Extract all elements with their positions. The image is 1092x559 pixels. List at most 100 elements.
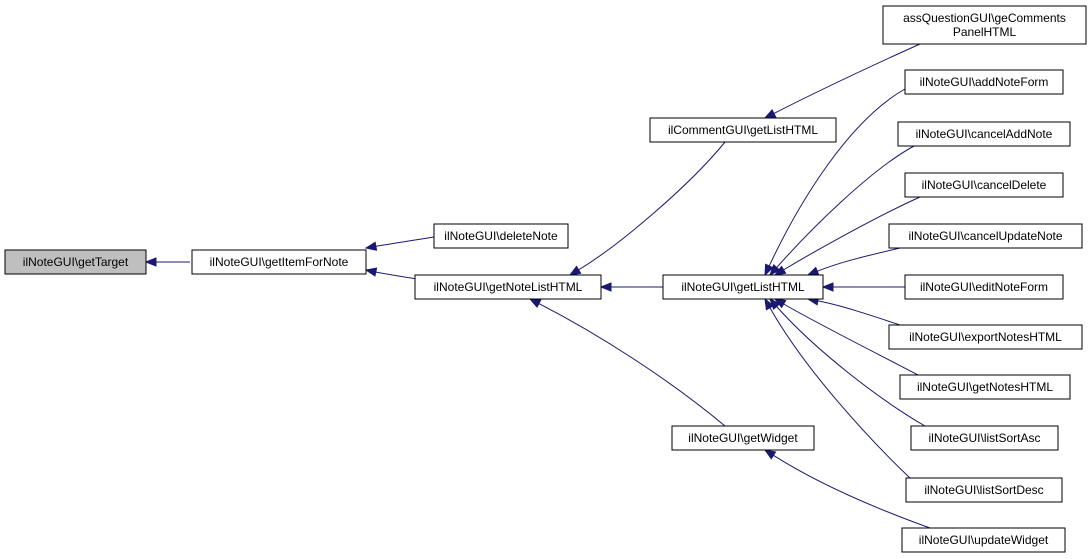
arrowhead-icon (764, 263, 774, 277)
arrowhead-icon (764, 297, 775, 311)
edge-deleteNote-to-getItemForNote (364, 236, 435, 251)
edge-line (782, 196, 921, 271)
arrowhead-icon (763, 109, 777, 119)
node-label: ilNoteGUI\getTarget (23, 255, 129, 269)
edge-listSortDesc-to-noteGetListHTML (764, 297, 911, 479)
edge-line (816, 247, 901, 273)
node-commentGetListHTML[interactable]: ilCommentGUI\getListHTML (649, 117, 837, 143)
node-noteGetListHTML[interactable]: ilNoteGUI\getListHTML (662, 274, 824, 300)
node-cancelAddNote[interactable]: ilNoteGUI\cancelAddNote (897, 121, 1071, 147)
node-label: ilNoteGUI\listSortAsc (928, 431, 1040, 445)
arrowhead-icon (773, 265, 787, 276)
edge-line (772, 454, 931, 529)
node-getNoteListHTML[interactable]: ilNoteGUI\getNoteListHTML (414, 274, 602, 300)
edge-cancelDelete-to-noteGetListHTML (773, 196, 921, 276)
node-box (905, 477, 1063, 503)
edge-line (775, 305, 926, 427)
arrowhead-icon (599, 282, 612, 292)
edge-line (577, 141, 726, 271)
node-label: ilNoteGUI\getListHTML (681, 280, 805, 294)
node-deleteNote[interactable]: ilNoteGUI\deleteNote (433, 223, 569, 249)
node-box (4, 249, 147, 275)
node-label: ilNoteGUI\editNoteForm (920, 280, 1048, 294)
node-listSortDesc[interactable]: ilNoteGUI\listSortDesc (905, 477, 1063, 503)
edge-addNoteForm-to-noteGetListHTML (764, 88, 906, 277)
node-label: ilNoteGUI\cancelUpdateNote (908, 229, 1062, 243)
node-box (191, 249, 367, 275)
node-label: assQuestionGUI\geComments (903, 11, 1066, 25)
node-box (904, 172, 1064, 198)
node-box (899, 374, 1071, 400)
arrowhead-icon (144, 257, 157, 267)
edge-line (775, 145, 915, 269)
node-exportNotesHTML[interactable]: ilNoteGUI\exportNotesHTML (888, 324, 1083, 350)
edge-getItemForNote-to-getTarget (144, 257, 190, 267)
node-updateWidget[interactable]: ilNoteGUI\updateWidget (901, 527, 1066, 553)
edge-line (768, 306, 911, 479)
node-label: ilNoteGUI\deleteNote (444, 229, 558, 243)
node-cancelDelete[interactable]: ilNoteGUI\cancelDelete (904, 172, 1064, 198)
arrowhead-icon (528, 298, 542, 309)
edge-commentGetListHTML-to-getNoteListHTML (568, 141, 726, 276)
node-getNotesHTML[interactable]: ilNoteGUI\getNotesHTML (899, 374, 1071, 400)
node-box (662, 274, 824, 300)
arrowhead-icon (821, 282, 834, 292)
node-label: ilNoteGUI\listSortDesc (924, 483, 1043, 497)
edge-cancelUpdateNote-to-noteGetListHTML (806, 247, 901, 276)
node-box (888, 324, 1083, 350)
node-label: ilNoteGUI\addNoteForm (920, 75, 1049, 89)
edge-exportNotesHTML-to-noteGetListHTML (806, 296, 901, 326)
node-label: ilNoteGUI\getNotesHTML (917, 380, 1053, 394)
node-label: ilCommentGUI\getListHTML (668, 123, 818, 137)
node-getTarget[interactable]: ilNoteGUI\getTarget (4, 249, 147, 275)
edge-listSortAsc-to-noteGetListHTML (769, 297, 926, 427)
node-getWidget[interactable]: ilNoteGUI\getWidget (671, 425, 815, 451)
edge-line (374, 236, 435, 247)
edge-editNoteForm-to-noteGetListHTML (821, 282, 905, 292)
arrowhead-icon (568, 265, 582, 276)
node-box (897, 121, 1071, 147)
edge-cancelAddNote-to-noteGetListHTML (769, 145, 915, 277)
node-label: ilNoteGUI\getWidget (688, 431, 798, 445)
node-box (433, 223, 569, 249)
node-label: ilNoteGUI\getNoteListHTML (434, 280, 583, 294)
arrowhead-icon (769, 264, 781, 277)
edge-line (816, 300, 901, 326)
node-label: ilNoteGUI\cancelAddNote (916, 127, 1053, 141)
edge-noteGetListHTML-to-getNoteListHTML (599, 282, 663, 292)
node-label: ilNoteGUI\getItemForNote (210, 255, 349, 269)
node-box (414, 274, 602, 300)
node-box (888, 223, 1083, 249)
edge-updateWidget-to-getWidget (763, 449, 931, 529)
arrowhead-icon (806, 266, 820, 276)
edges-layer (144, 43, 931, 529)
node-box (882, 5, 1087, 45)
arrowhead-icon (763, 449, 777, 460)
edge-line (537, 302, 726, 427)
node-label: ilNoteGUI\exportNotesHTML (909, 330, 1062, 344)
arrowhead-icon (364, 267, 378, 277)
node-getItemForNote[interactable]: ilNoteGUI\getItemForNote (191, 249, 367, 275)
node-cancelUpdateNote[interactable]: ilNoteGUI\cancelUpdateNote (888, 223, 1083, 249)
nodes-layer: ilNoteGUI\getTarget ilNoteGUI\getItemForN… (4, 5, 1087, 553)
edge-line (768, 88, 906, 268)
edge-line (782, 303, 919, 376)
node-label: ilNoteGUI\cancelDelete (922, 178, 1047, 192)
edge-getWidget-to-getNoteListHTML (528, 298, 726, 427)
edge-assQuestion-to-commentGetListHTML (763, 43, 921, 119)
node-box (904, 274, 1064, 300)
node-listSortAsc[interactable]: ilNoteGUI\listSortAsc (910, 425, 1059, 451)
arrowhead-icon (364, 241, 378, 251)
node-label: ilNoteGUI\updateWidget (919, 533, 1049, 547)
node-box (649, 117, 837, 143)
node-box (671, 425, 815, 451)
node-label: PanelHTML (953, 25, 1017, 39)
node-box (904, 69, 1064, 95)
node-editNoteForm[interactable]: ilNoteGUI\editNoteForm (904, 274, 1064, 300)
node-addNoteForm[interactable]: ilNoteGUI\addNoteForm (904, 69, 1064, 95)
node-box (901, 527, 1066, 553)
edge-line (772, 43, 921, 115)
node-box (910, 425, 1059, 451)
